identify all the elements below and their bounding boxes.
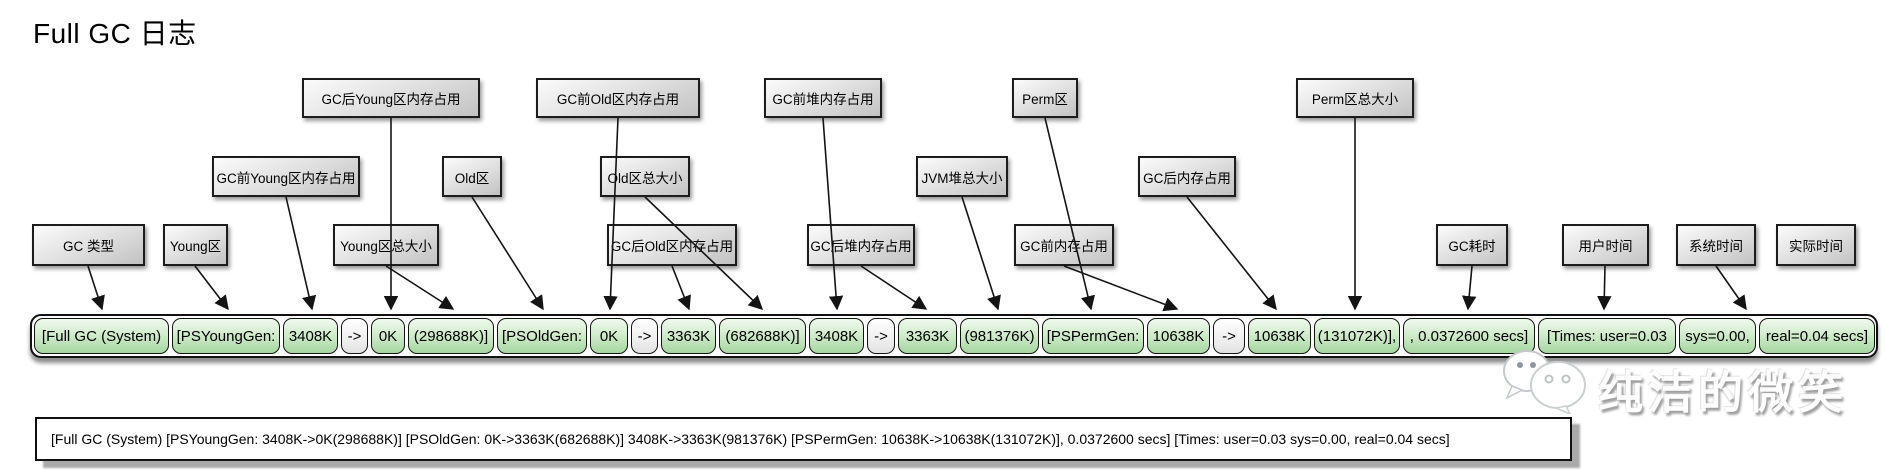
arrow-sys-time — [1715, 265, 1747, 311]
arrow-perm-gen — [1044, 117, 1095, 311]
segment-gc-time: , 0.0372600 secs] — [1403, 318, 1535, 354]
label-old-after: GC后Old区内存占用 — [607, 224, 737, 266]
watermark-text: 纯洁的微笑 — [1598, 367, 1849, 418]
arrow-perm-before — [1063, 265, 1179, 312]
segment-perm-before: 10638K — [1147, 318, 1210, 354]
label-real-time: 实际时间 — [1776, 224, 1856, 266]
arrow-old-before — [603, 117, 619, 311]
label-young-before: GC前Young区内存占用 — [212, 156, 360, 197]
label-young-gen: Young区 — [163, 224, 228, 266]
arrow-heap-before — [822, 117, 844, 311]
segment-perm-total: (131072K)], — [1314, 318, 1400, 354]
arrow-old-after — [671, 265, 691, 311]
arrow-young-gen — [194, 265, 229, 311]
label-old-total: Old区总大小 — [600, 156, 690, 197]
segment-user-time: [Times: user=0.03 — [1538, 318, 1676, 354]
segment-heap-after: 3363K — [898, 318, 957, 354]
label-old-before: GC前Old区内存占用 — [536, 78, 700, 118]
segment-arrow-1: -> — [341, 318, 368, 354]
arrow-heap-total — [961, 196, 1001, 311]
label-old-gen: Old区 — [442, 156, 502, 197]
label-heap-before: GC前堆内存占用 — [764, 78, 882, 118]
arrow-user-time — [1597, 265, 1612, 311]
arrow-young-before — [285, 196, 317, 311]
segment-old-after: 3363K — [661, 318, 716, 354]
label-heap-after: GC后堆内存占用 — [807, 224, 915, 266]
segment-heap-total: (981376K) — [960, 318, 1039, 354]
label-young-total: Young区总大小 — [333, 224, 439, 266]
label-perm-before: GC前内存占用 — [1014, 224, 1114, 266]
segment-psyounggen: [PSYoungGen: — [172, 318, 280, 354]
label-sys-time: 系统时间 — [1676, 224, 1756, 266]
gc-log-strip: [Full GC (System) [PSYoungGen: 3408K -> … — [30, 314, 1878, 358]
segment-real-time: real=0.04 secs] — [1759, 318, 1875, 354]
arrow-gc-type — [87, 265, 105, 311]
label-perm-total: Perm区总大小 — [1296, 78, 1414, 118]
watermark: 纯洁的微笑 — [1500, 348, 1848, 421]
segment-arrow-4: -> — [1213, 318, 1245, 354]
segment-pspermgen: [PSPermGen: — [1042, 318, 1144, 354]
label-gc-time: GC耗时 — [1436, 224, 1508, 266]
segment-psoldgen: [PSOldGen: — [497, 318, 587, 354]
segment-perm-after: 10638K — [1248, 318, 1311, 354]
arrow-gc-time — [1462, 265, 1477, 311]
label-perm-gen: Perm区 — [1012, 78, 1078, 118]
segment-full-gc: [Full GC (System) — [34, 318, 169, 354]
label-user-time: 用户时间 — [1562, 224, 1649, 266]
arrow-perm-after — [1186, 196, 1277, 311]
label-gc-type: GC 类型 — [32, 224, 145, 266]
arrow-young-total — [385, 265, 455, 310]
segment-young-before: 3408K — [283, 318, 338, 354]
segment-old-total: (682688K)] — [719, 318, 806, 354]
label-perm-after: GC后内存占用 — [1138, 156, 1236, 197]
raw-log-line-text: [Full GC (System) [PSYoungGen: 3408K->0K… — [51, 431, 1450, 447]
label-young-after: GC后Young区内存占用 — [302, 78, 480, 118]
segment-young-total: (298688K)] — [408, 318, 494, 354]
arrow-heap-after — [860, 265, 928, 310]
arrow-old-gen — [471, 196, 544, 311]
segment-arrow-2: -> — [631, 318, 658, 354]
segment-heap-before: 3408K — [809, 318, 864, 354]
raw-log-line-box: [Full GC (System) [PSYoungGen: 3408K->0K… — [35, 417, 1572, 461]
label-heap-total: JVM堆总大小 — [916, 156, 1008, 197]
chat-bubbles-icon — [1503, 350, 1586, 414]
segment-sys-time: sys=0.00, — [1679, 318, 1756, 354]
segment-old-before: 0K — [590, 318, 628, 354]
segment-young-after: 0K — [371, 318, 405, 354]
page-title: Full GC 日志 — [33, 18, 197, 49]
segment-arrow-3: -> — [867, 318, 895, 354]
